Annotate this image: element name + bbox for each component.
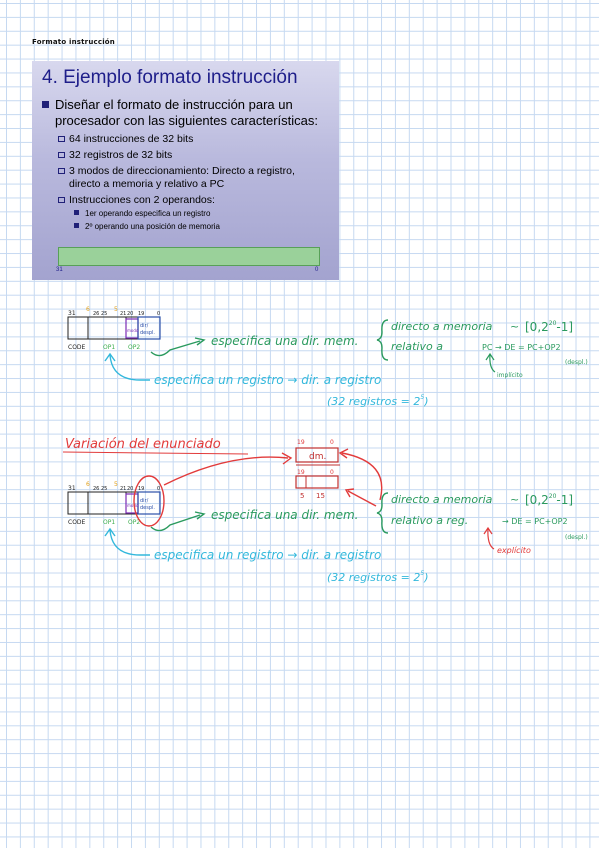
svg-text:26: 26 (93, 486, 99, 492)
svg-text:0: 0 (330, 469, 334, 476)
svg-text:25: 25 (101, 311, 107, 317)
svg-text:21: 21 (120, 311, 126, 317)
svg-text:explícito: explícito (497, 546, 531, 555)
svg-text:despl.: despl. (140, 505, 155, 511)
svg-text:OP2: OP2 (128, 519, 140, 526)
svg-text:directo a memoria: directo a memoria (391, 320, 493, 333)
svg-text:(despl.): (despl.) (565, 534, 588, 541)
svg-text:31: 31 (68, 310, 76, 317)
svg-text:especifica una dir. mem.: especifica una dir. mem. (211, 334, 358, 348)
svg-text:OP1: OP1 (103, 344, 115, 351)
box-bullet-icon (58, 168, 65, 174)
svg-text:20: 20 (127, 311, 133, 317)
box-bullet-icon (58, 197, 65, 203)
square-bullet-icon (74, 210, 79, 215)
box-bullet-icon (58, 136, 65, 142)
svg-text:5: 5 (114, 306, 118, 313)
svg-text:[0,220-1]: [0,220-1] (525, 493, 573, 507)
svg-text:6: 6 (86, 481, 90, 488)
bit-right: 0 (315, 267, 319, 273)
svg-text:relativo a: relativo a (391, 340, 443, 353)
svg-text:21: 21 (120, 486, 126, 492)
svg-text:→ DE = PC+OP2: → DE = PC+OP2 (502, 517, 568, 526)
svg-text:PC → DE = PC+OP2: PC → DE = PC+OP2 (482, 343, 561, 352)
svg-text:31: 31 (68, 485, 76, 492)
instruction-bar (58, 247, 320, 266)
svg-text:OP1: OP1 (103, 519, 115, 526)
svg-text:especifica una dir. mem.: especifica una dir. mem. (211, 508, 358, 522)
svg-text:especifica un registro → dir.: especifica un registro → dir. a registro (154, 548, 381, 562)
svg-text:19: 19 (138, 311, 144, 317)
svg-text:19: 19 (138, 486, 144, 492)
list-item: 32 registros de 32 bits (58, 149, 172, 162)
format-diagram-1: 31 6 26 25 5 21 20 19 0 modo dir/ despl.… (67, 306, 161, 351)
svg-text:~: ~ (510, 493, 519, 506)
list-item: Instrucciones con 2 operandos: (58, 194, 215, 207)
svg-text:0: 0 (157, 311, 160, 317)
svg-text:0: 0 (157, 486, 160, 492)
svg-text:especifica un registro → dir.: especifica un registro → dir. a registro (154, 373, 381, 387)
svg-text:dir/: dir/ (140, 498, 149, 504)
format-diagram-2: 31 6 26 25 5 21 20 19 0 modo dir/ despl.… (67, 481, 161, 526)
slide: 4. Ejemplo formato instrucción Diseñar e… (32, 61, 339, 280)
svg-text:directo a memoria: directo a memoria (391, 493, 493, 506)
svg-text:(despl.): (despl.) (565, 359, 588, 366)
svg-text:relativo a reg.: relativo a reg. (391, 514, 468, 527)
square-bullet-icon (42, 101, 49, 108)
svg-text:25: 25 (101, 486, 107, 492)
svg-text:dm.: dm. (309, 452, 326, 462)
svg-text:dir/: dir/ (140, 323, 149, 329)
main-bullet: Diseñar el formato de instrucción para u… (42, 97, 293, 113)
svg-text:5: 5 (114, 481, 118, 488)
list-item: 64 instrucciones de 32 bits (58, 133, 193, 146)
svg-text:(32 registros = 25): (32 registros = 25) (327, 394, 428, 408)
svg-text:19: 19 (297, 469, 305, 476)
box-bullet-icon (58, 152, 65, 158)
sub-item: 2º operando una posición de memoria (74, 222, 220, 232)
svg-text:20: 20 (127, 486, 133, 492)
page-title: Formato instrucción (32, 38, 115, 46)
svg-text:15: 15 (316, 492, 325, 500)
svg-text:implícito: implícito (497, 372, 523, 379)
svg-text:0: 0 (330, 439, 334, 446)
list-item-cont: directo a memoria y relativo a PC (69, 178, 225, 190)
bit-left: 31 (56, 267, 63, 273)
svg-text:CODE: CODE (68, 519, 86, 526)
svg-text:modo: modo (127, 503, 139, 508)
svg-text:OP2: OP2 (128, 344, 140, 351)
sub-item: 1er operando especifica un registro (74, 209, 210, 219)
square-bullet-icon (74, 223, 79, 228)
main-bullet-cont: procesador con las siguientes caracterís… (55, 113, 319, 128)
dm-diagram: 19 0 dm. 19 0 5 15 (295, 439, 340, 500)
variation-title: Variación del enunciado (65, 437, 221, 452)
svg-text:modo: modo (127, 328, 139, 333)
svg-text:6: 6 (86, 306, 90, 313)
svg-text:~: ~ (510, 320, 519, 333)
svg-text:5: 5 (300, 492, 304, 500)
svg-text:[0,220-1]: [0,220-1] (525, 320, 573, 334)
svg-text:(32 registros = 25): (32 registros = 25) (327, 570, 428, 584)
slide-heading: 4. Ejemplo formato instrucción (42, 67, 298, 88)
svg-text:CODE: CODE (68, 344, 86, 351)
svg-text:26: 26 (93, 311, 99, 317)
svg-text:despl.: despl. (140, 330, 155, 336)
svg-text:19: 19 (297, 439, 305, 446)
list-item: 3 modos de direccionamiento: Directo a r… (58, 165, 295, 178)
